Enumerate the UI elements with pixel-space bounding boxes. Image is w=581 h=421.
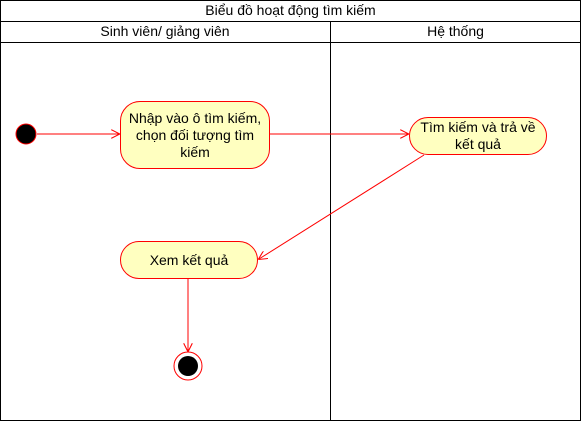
lane-title-system: Hệ thống xyxy=(427,23,484,39)
lane-title-students-lecturers: Sinh viên/ giảng viên xyxy=(100,23,230,39)
action-view-result: Xem kết quả xyxy=(120,241,258,279)
action-search-return: Tìm kiếm và trả về kết quả xyxy=(409,117,547,155)
action-input-search: Nhập vào ô tìm kiếm, chọn đối tượng tìm … xyxy=(120,101,270,169)
diagram-title: Biểu đồ hoạt động tìm kiếm xyxy=(205,2,376,18)
initial-node xyxy=(15,123,37,145)
final-node-core xyxy=(178,356,198,376)
flow-search-to-view xyxy=(259,154,425,259)
